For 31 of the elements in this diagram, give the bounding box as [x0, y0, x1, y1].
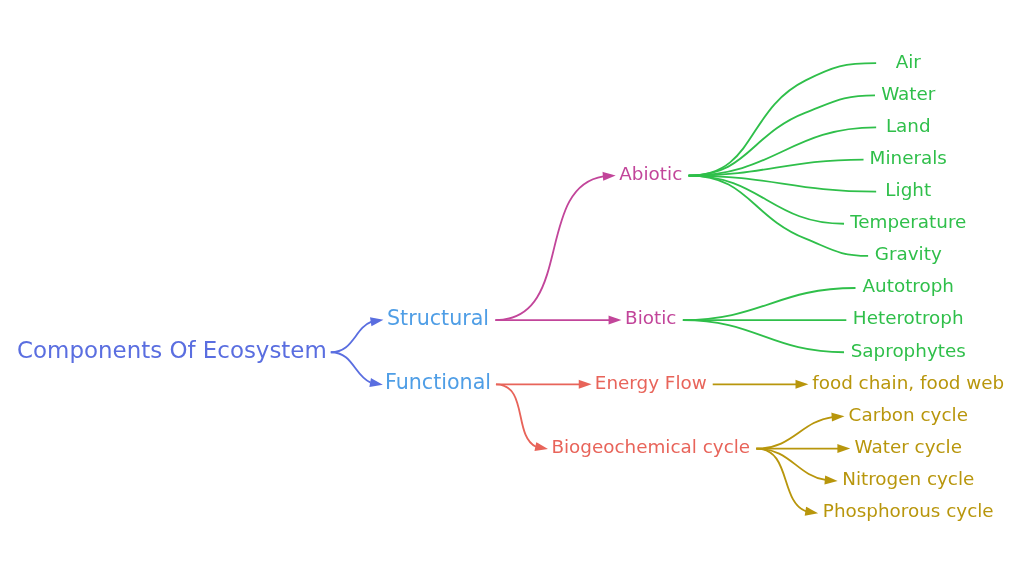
node-text: Carbon cycle	[848, 403, 968, 425]
connector	[687, 174, 870, 257]
node-text: Nitrogen cycle	[842, 468, 975, 490]
node-text: Air	[895, 50, 921, 72]
arrow	[495, 379, 592, 389]
node-text: Light	[885, 179, 932, 201]
node-text: Phosphorous cycle	[822, 500, 994, 522]
node-text: Saprophytes	[850, 339, 966, 361]
arrow	[495, 383, 548, 451]
node-text: Energy Flow	[594, 371, 707, 393]
node-text: Land	[885, 114, 931, 136]
node-text: Functional	[384, 370, 492, 395]
arrow	[711, 379, 809, 389]
node-text: Temperature	[850, 211, 967, 233]
connector	[681, 319, 845, 354]
arrow	[329, 351, 383, 387]
node-text: Minerals	[869, 146, 947, 168]
node-text: food chain, food web	[812, 371, 1005, 393]
arrow	[494, 171, 616, 322]
arrow	[755, 447, 819, 516]
node-text: Biotic	[625, 307, 677, 329]
node-text: Gravity	[874, 243, 942, 265]
node-text: Abiotic	[619, 162, 683, 184]
node-text: Components Of Ecosystem	[17, 336, 327, 363]
node-text: Structural	[386, 306, 490, 331]
arrow	[494, 315, 622, 325]
node-text: Autotroph	[862, 275, 954, 297]
node-text: Biogeochemical cycle	[551, 435, 751, 457]
node-text: Heterotroph	[852, 307, 964, 329]
node-text: Water cycle	[854, 435, 962, 457]
node-text: Water	[881, 82, 936, 104]
